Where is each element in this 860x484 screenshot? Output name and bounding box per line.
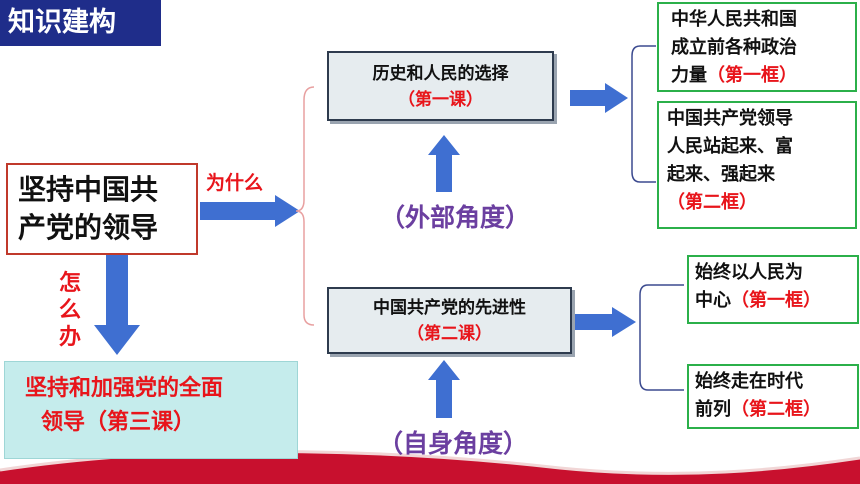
arrow-lesson2 xyxy=(575,307,636,337)
how-char-1: 怎 xyxy=(58,271,81,296)
leaf-4-line-2-text: 前列 xyxy=(695,399,731,420)
lesson-2-sub: （第二课） xyxy=(407,324,492,344)
how-label: 怎 么 办 xyxy=(55,270,85,351)
brace-leaves-1 xyxy=(631,45,656,183)
root-line-2: 产党的领导 xyxy=(18,211,159,244)
how-char-3: 办 xyxy=(58,325,81,350)
answer-line-1: 坚持和加强党的全面 xyxy=(25,376,224,401)
leaf-3-tag: （第一框） xyxy=(731,290,821,311)
leaf-1-line-3-text: 力量 xyxy=(671,65,707,86)
page-title: 知识建构 xyxy=(0,0,161,46)
leaf-1-line-1: 中华人民共和国 xyxy=(671,9,797,30)
lesson-2-node: 中国共产党的先进性 （第二课） xyxy=(327,287,572,354)
brace-lessons xyxy=(295,86,315,326)
brace-leaves-2 xyxy=(639,284,684,391)
leaf-2-tag: （第二框） xyxy=(667,192,757,213)
leaf-4-tag: （第二框） xyxy=(731,399,821,420)
decorative-wave xyxy=(0,451,860,484)
leaf-1-line-2: 成立前各种政治 xyxy=(671,37,797,58)
arrow-lesson1 xyxy=(570,83,628,113)
lesson-1-sub: （第一课） xyxy=(398,90,483,110)
root-line-1: 坚持中国共 xyxy=(18,173,159,206)
arrow-why xyxy=(200,195,300,227)
leaf-4-line-2: 前列（第二框） xyxy=(695,396,851,424)
lesson-1-title: 历史和人民的选择 xyxy=(372,64,509,84)
leaf-1-line-3: 力量（第一框） xyxy=(671,62,849,90)
leaf-3-line-1: 始终以人民为 xyxy=(695,262,803,283)
leaf-2-line-2: 人民站起来、富 xyxy=(667,136,793,157)
answer-node: 坚持和加强党的全面 领导（第三课） xyxy=(4,361,298,459)
external-perspective-label: （外部角度） xyxy=(380,203,531,232)
leaf-1-node: 中华人民共和国 成立前各种政治 力量（第一框） xyxy=(657,2,857,92)
arrow-how xyxy=(94,255,140,355)
leaf-2-line-3: 起来、强起来 xyxy=(667,164,775,185)
leaf-3-node: 始终以人民为 中心（第一框） xyxy=(687,255,859,324)
leaf-3-line-2: 中心（第一框） xyxy=(695,287,851,315)
leaf-2-node: 中国共产党领导 人民站起来、富 起来、强起来 （第二框） xyxy=(657,101,857,229)
arrow-up-external xyxy=(428,135,460,192)
how-char-2: 么 xyxy=(58,298,81,323)
root-node: 坚持中国共 产党的领导 xyxy=(6,163,198,255)
leaf-2-line-1: 中国共产党领导 xyxy=(667,108,793,129)
arrow-up-internal xyxy=(428,360,460,418)
leaf-1-tag: （第一框） xyxy=(707,65,797,86)
why-label: 为什么 xyxy=(206,172,264,194)
lesson-2-title: 中国共产党的先进性 xyxy=(373,298,526,318)
leaf-4-node: 始终走在时代 前列（第二框） xyxy=(687,364,859,429)
leaf-3-line-2-text: 中心 xyxy=(695,290,731,311)
leaf-4-line-1: 始终走在时代 xyxy=(695,371,803,392)
lesson-1-node: 历史和人民的选择 （第一课） xyxy=(327,51,554,121)
internal-perspective-label: （自身角度） xyxy=(378,429,529,458)
answer-line-2: 领导（第三课） xyxy=(41,410,196,435)
